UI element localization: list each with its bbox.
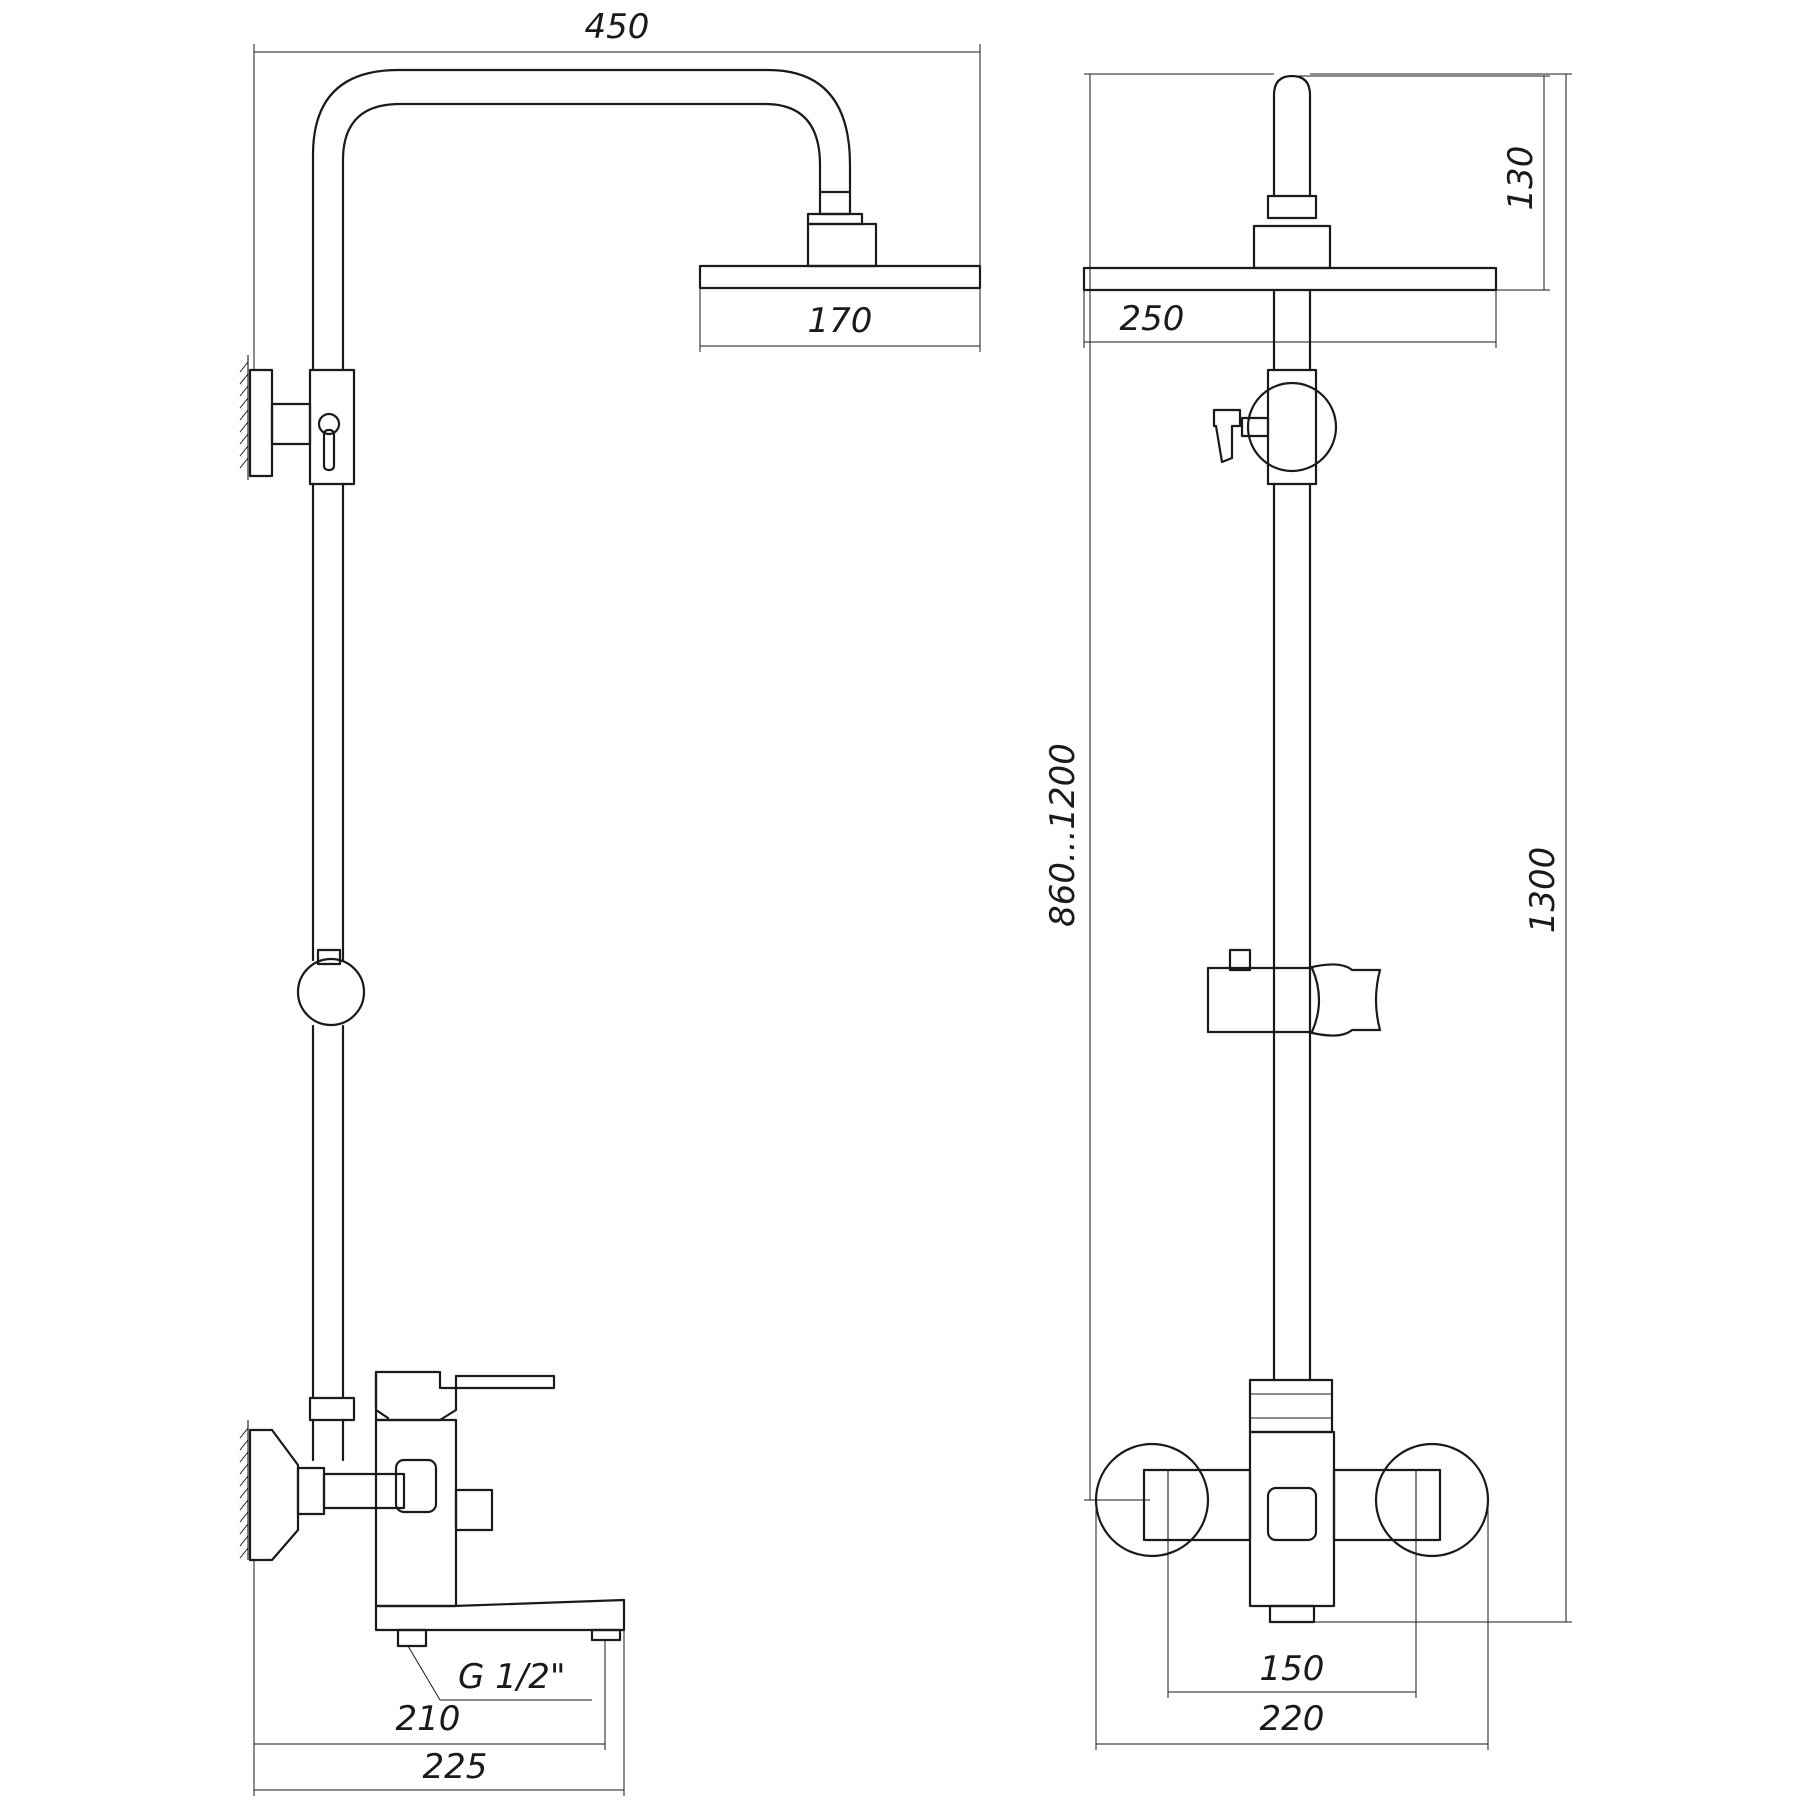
inlet-arm-right (1332, 1468, 1442, 1542)
inlet-nut (296, 1466, 326, 1516)
head-neck (806, 212, 864, 226)
arm-top-front (1272, 74, 1312, 198)
mixer-window (394, 1458, 438, 1514)
bracket-stem-top (270, 402, 312, 446)
dim-label-130: 130 (1501, 146, 1541, 211)
spout-front (1268, 1604, 1316, 1624)
front-view: 250 130 1300 860...1200 150 (1043, 73, 1572, 1750)
rain-head-side (698, 264, 982, 290)
dimension-total-height: 1300 (1310, 73, 1572, 1623)
inlet-arm-left (1142, 1468, 1252, 1542)
wall-hatch-top (239, 355, 249, 480)
dim-label-450: 450 (585, 7, 650, 47)
wall-flange-bottom (248, 1428, 300, 1562)
riser-pipe (311, 482, 345, 1400)
mixer-body-front (1248, 1430, 1336, 1608)
rain-head-front (1082, 266, 1498, 292)
slider-body (296, 957, 366, 1027)
dim-label-thread: G 1/2" (458, 1657, 566, 1697)
dimension-base-depth: 225 (253, 1560, 625, 1796)
lever-cap (374, 1370, 390, 1420)
inlet-pipe (322, 1472, 406, 1510)
spout-aerator (590, 1628, 622, 1642)
dimension-inlet-spacing: 150 (1167, 1540, 1417, 1698)
diverter-pin (317, 412, 341, 436)
dimension-head-height: 130 (1292, 75, 1550, 291)
holder-knob-front (1228, 948, 1252, 972)
hand-shower-holder (1206, 963, 1382, 1037)
dim-label-170: 170 (808, 301, 873, 341)
dimension-spout-reach: 210 (254, 1640, 606, 1750)
diverter-lever-front (1212, 408, 1242, 464)
slider-knob (316, 948, 342, 966)
spout (374, 1598, 626, 1632)
dim-label-150: 150 (1260, 1649, 1325, 1689)
mixer-window-front (1266, 1486, 1318, 1542)
pipe-coupling (308, 1396, 356, 1422)
shower-arm (311, 68, 852, 372)
dim-label-210: 210 (396, 1699, 461, 1739)
diverter-lever (322, 428, 336, 472)
dimension-adjustable-height: 860...1200 (1043, 73, 1274, 1501)
head-mount (806, 222, 878, 268)
dimension-head-front: 250 (1083, 290, 1497, 348)
wall-hatch-bottom (239, 1420, 249, 1560)
outlet-thread (396, 1628, 428, 1648)
dimension-base-width: 220 (1095, 1500, 1489, 1750)
mixer-side-plug (454, 1488, 494, 1532)
wall-bracket-top (248, 368, 274, 478)
pipe-coupling-front (1248, 1378, 1334, 1434)
head-mount-front (1252, 224, 1332, 270)
wall-plate-top-front (1246, 381, 1338, 473)
arm-nut-front (1266, 194, 1318, 220)
arm-nut (818, 190, 852, 216)
dimension-total-width: 450 (253, 7, 981, 370)
dim-label-860-1200: 860...1200 (1043, 743, 1083, 927)
dimension-thread: G 1/2" (407, 1645, 592, 1701)
dim-label-225: 225 (423, 1747, 488, 1787)
dim-label-1300: 1300 (1523, 847, 1563, 934)
side-view: 450 170 G 1/2" 210 225 (239, 7, 982, 1796)
dim-label-220: 220 (1260, 1699, 1325, 1739)
diverter-body (308, 368, 356, 486)
dimension-head-side: 170 (699, 288, 981, 352)
dim-label-250: 250 (1120, 299, 1185, 339)
mixer-lever (374, 1370, 556, 1422)
diverter-stem-front (1240, 416, 1270, 438)
